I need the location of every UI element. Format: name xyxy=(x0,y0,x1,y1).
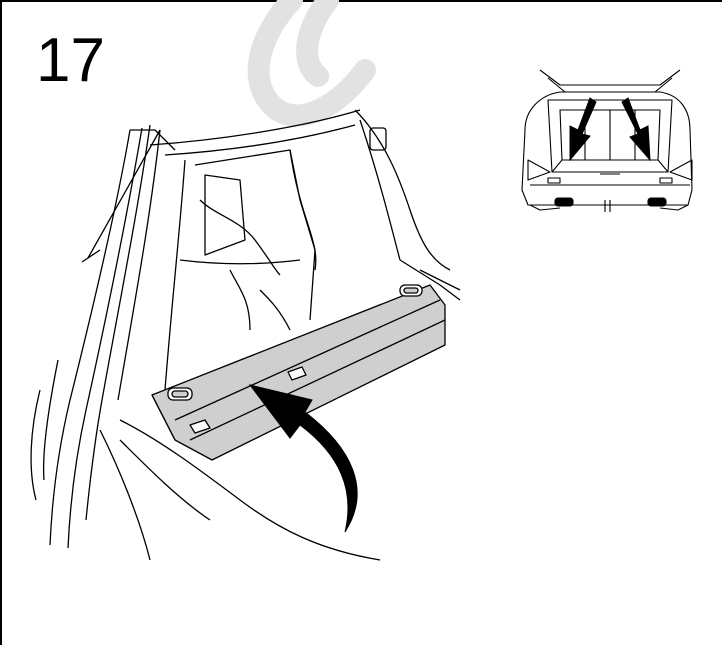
floor-panel xyxy=(151,284,446,461)
step-number: 17 xyxy=(36,26,105,95)
inset-arrows xyxy=(569,97,651,162)
boot-interior-drawing xyxy=(30,109,461,561)
watermark-mark xyxy=(247,0,376,127)
car-rear-inset xyxy=(521,69,693,212)
lift-arrow xyxy=(248,384,358,533)
